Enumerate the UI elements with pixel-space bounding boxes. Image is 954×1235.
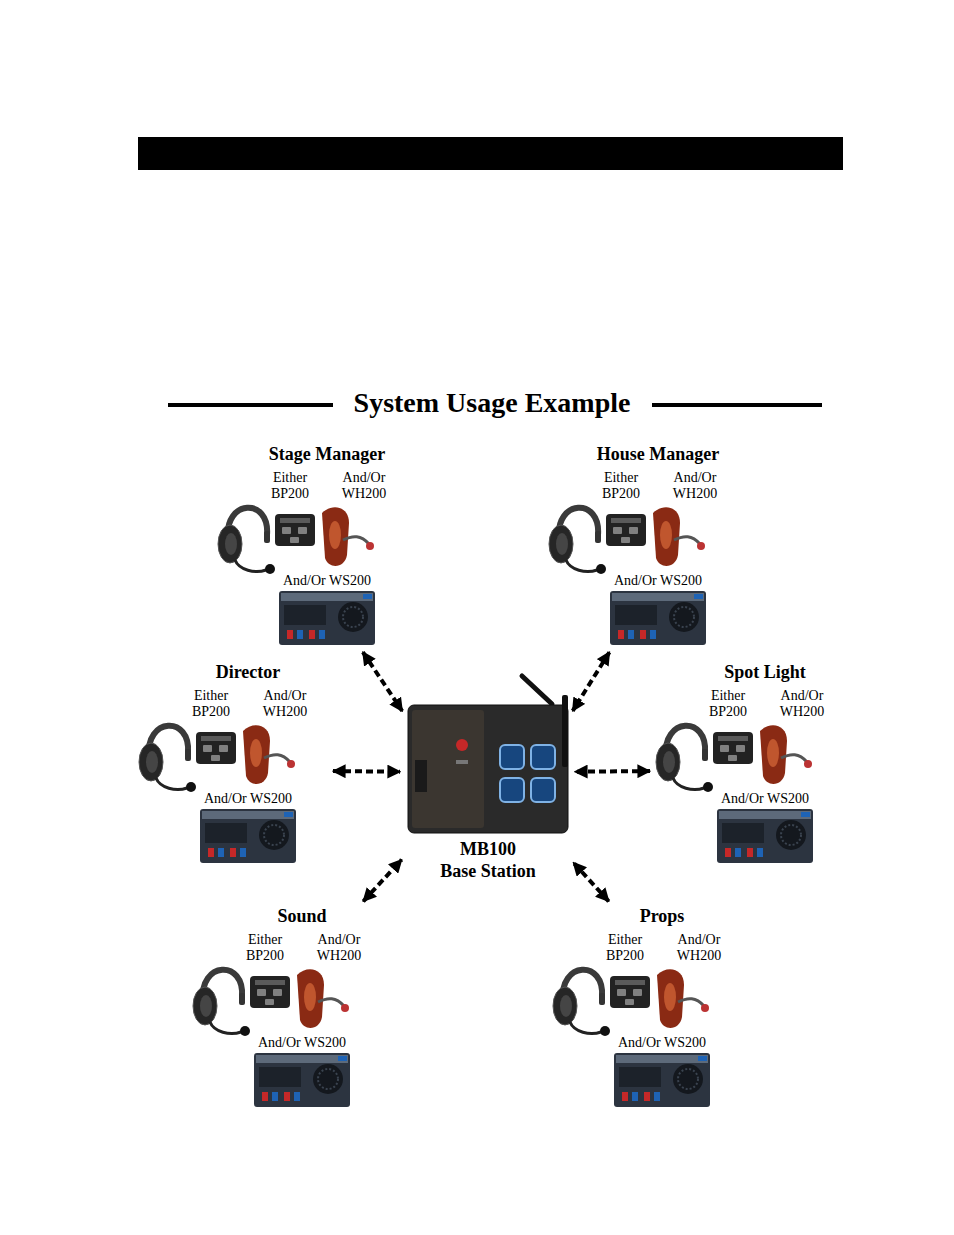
role-heading: House Manager: [573, 443, 743, 465]
connector-arrow: [573, 652, 610, 711]
title-row: System Usage Example: [192, 386, 792, 420]
role-heading: Sound: [217, 905, 387, 927]
diagram-title: System Usage Example: [342, 386, 643, 420]
device-label: Either BP200: [259, 470, 321, 502]
device-label: Either BP200: [234, 932, 296, 964]
connector-arrow: [363, 860, 401, 902]
station-group: House ManagerEither BP200And/Or WH200And…: [548, 443, 738, 648]
station-group: Spot LightEither BP200And/Or WH200And/Or…: [655, 661, 845, 866]
base-station: MB100 Base Station: [405, 700, 570, 882]
device-label: Either BP200: [594, 932, 656, 964]
device-label: And/Or WH200: [771, 688, 833, 720]
device-label: And/Or WS200: [267, 573, 387, 589]
connector-arrow: [575, 769, 650, 774]
device-label: And/Or WS200: [602, 1035, 722, 1051]
station-group: SoundEither BP200And/Or WH200And/Or WS20…: [192, 905, 382, 1110]
connector-arrow: [573, 863, 608, 902]
title-rule: [652, 403, 822, 407]
device-label: Either BP200: [590, 470, 652, 502]
device-label: And/Or WH200: [308, 932, 370, 964]
role-heading: Spot Light: [680, 661, 850, 683]
station-group: Stage ManagerEither BP200And/Or WH200And…: [217, 443, 407, 648]
header-bar: [138, 137, 843, 170]
role-heading: Director: [163, 661, 333, 683]
base-station-label: MB100 Base Station: [426, 838, 550, 882]
device-label: And/Or WH200: [254, 688, 316, 720]
role-heading: Stage Manager: [242, 443, 412, 465]
device-label: And/Or WS200: [242, 1035, 362, 1051]
device-label: And/Or WS200: [188, 791, 308, 807]
device-label: And/Or WH200: [668, 932, 730, 964]
connector-arrow: [333, 769, 400, 774]
device-label: And/Or WS200: [705, 791, 825, 807]
device-label: And/Or WH200: [333, 470, 395, 502]
base-station-name: MB100 Base Station: [440, 839, 536, 881]
device-label: And/Or WH200: [664, 470, 726, 502]
device-label: And/Or WS200: [598, 573, 718, 589]
station-group: DirectorEither BP200And/Or WH200And/Or W…: [138, 661, 328, 866]
connector-arrow: [363, 652, 402, 711]
role-heading: Props: [577, 905, 747, 927]
base-station-picture: [408, 676, 568, 833]
title-rule: [168, 403, 333, 407]
device-label: Either BP200: [180, 688, 242, 720]
device-label: Either BP200: [697, 688, 759, 720]
station-group: PropsEither BP200And/Or WH200And/Or WS20…: [552, 905, 742, 1110]
